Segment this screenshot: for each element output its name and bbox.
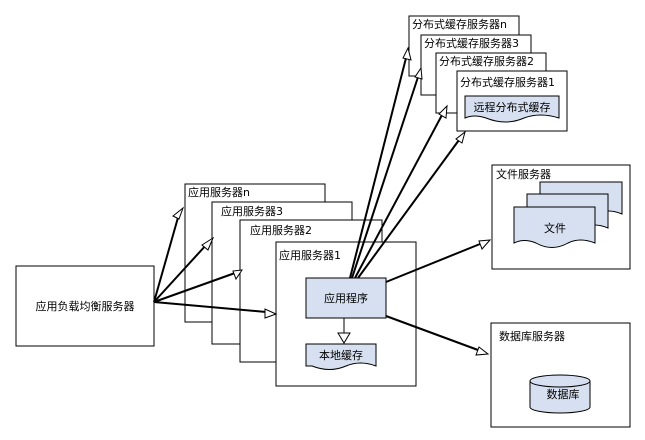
local-cache: 本地缓存 (305, 343, 377, 370)
database-cylinder: 数据库 (529, 374, 591, 414)
cache-server-2-label: 分布式缓存服务器2 (439, 54, 534, 68)
file-server: 文件服务器 文件 (491, 164, 631, 270)
application-program-label: 应用程序 (324, 291, 368, 305)
file-stack: 文件 (513, 181, 623, 248)
cache-server-3-label: 分布式缓存服务器3 (424, 36, 519, 50)
load-balancer-node: 应用负载均衡服务器 (15, 265, 155, 347)
app-server-1-label: 应用服务器1 (279, 248, 341, 262)
cache-server-n-label: 分布式缓存服务器n (412, 17, 507, 31)
load-balancer-label: 应用负载均衡服务器 (36, 299, 135, 313)
app-server-2-label: 应用服务器2 (250, 223, 312, 237)
program-to-local-cache-arrowhead (337, 332, 351, 344)
lb-arrows (153, 206, 278, 319)
file-server-label: 文件服务器 (496, 167, 551, 181)
local-cache-label: 本地缓存 (319, 348, 363, 362)
app-server-n-label: 应用服务器n (188, 185, 250, 199)
cache-server-1-label: 分布式缓存服务器1 (460, 75, 555, 89)
cache-arrows (349, 46, 466, 279)
files-label: 文件 (544, 221, 566, 235)
application-program: 应用程序 (305, 277, 387, 319)
remote-cache-label: 远程分布式缓存 (474, 100, 551, 114)
db-arrow (385, 315, 490, 356)
database-label: 数据库 (547, 387, 580, 401)
file-arrow (385, 239, 492, 283)
remote-cache: 远程分布式缓存 (464, 95, 560, 123)
database-server-label: 数据库服务器 (499, 329, 565, 343)
database-server: 数据库服务器 数据库 (490, 322, 631, 428)
app-server-3-label: 应用服务器3 (221, 204, 283, 218)
